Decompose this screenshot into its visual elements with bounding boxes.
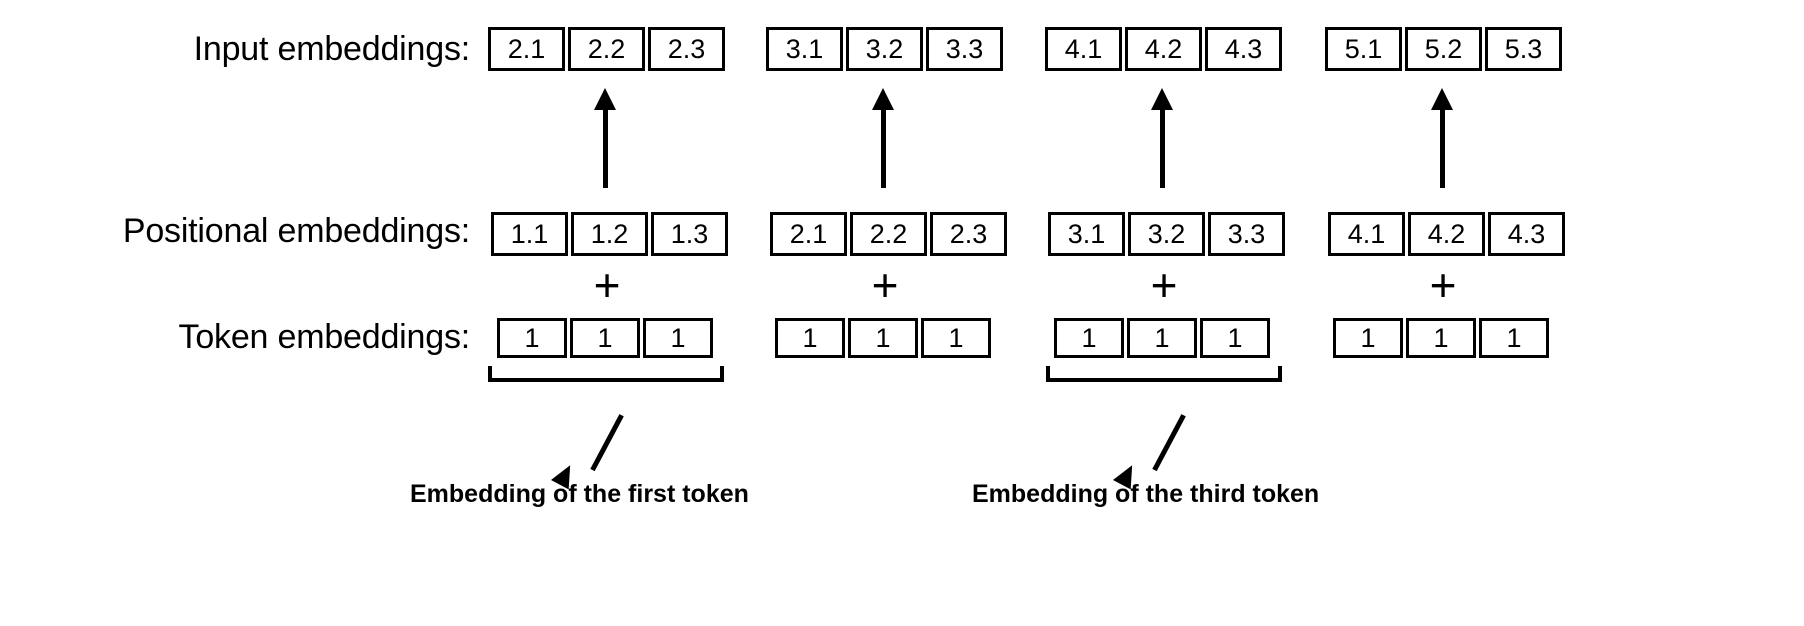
embedding-cell: 5.1: [1325, 27, 1402, 71]
caption-third-token: Embedding of the third token: [972, 480, 1320, 508]
embedding-cell: 2.3: [930, 212, 1007, 256]
embedding-cell: 3.2: [846, 27, 923, 71]
embedding-cell: 2.1: [488, 27, 565, 71]
positional-embedding-group-3: 3.1 3.2 3.3: [1048, 212, 1285, 256]
group-bracket-third-token: [1046, 366, 1282, 382]
embedding-cell: 1: [643, 318, 713, 358]
positional-embedding-group-4: 4.1 4.2 4.3: [1328, 212, 1565, 256]
embedding-cell: 1: [570, 318, 640, 358]
embedding-cell: 1: [1406, 318, 1476, 358]
token-embedding-group-2: 1 1 1: [775, 318, 991, 358]
embedding-cell: 3.3: [1208, 212, 1285, 256]
embedding-cell: 5.3: [1485, 27, 1562, 71]
embedding-cell: 4.1: [1045, 27, 1122, 71]
group-bracket-first-token: [488, 366, 724, 382]
positional-embedding-group-1: 1.1 1.2 1.3: [491, 212, 728, 256]
embedding-cell: 1: [497, 318, 567, 358]
plus-operator-1: +: [593, 259, 621, 311]
embedding-cell: 2.3: [648, 27, 725, 71]
positional-embedding-group-2: 2.1 2.2 2.3: [770, 212, 1007, 256]
input-embedding-group-1: 2.1 2.2 2.3: [488, 27, 725, 71]
plus-operator-3: +: [1150, 259, 1178, 311]
embedding-cell: 1: [1127, 318, 1197, 358]
token-embedding-group-3: 1 1 1: [1054, 318, 1270, 358]
token-embedding-group-4: 1 1 1: [1333, 318, 1549, 358]
plus-operator-4: +: [1429, 259, 1457, 311]
embedding-cell: 1: [1054, 318, 1124, 358]
embedding-cell: 2.2: [568, 27, 645, 71]
embedding-cell: 3.2: [1128, 212, 1205, 256]
input-embedding-group-3: 4.1 4.2 4.3: [1045, 27, 1282, 71]
row-label-input-embeddings: Input embeddings:: [193, 30, 471, 68]
embedding-cell: 1: [1200, 318, 1270, 358]
row-label-token-embeddings: Token embeddings:: [178, 318, 471, 356]
embedding-cell: 4.3: [1205, 27, 1282, 71]
embedding-cell: 1: [848, 318, 918, 358]
embedding-cell: 4.2: [1125, 27, 1202, 71]
embedding-cell: 3.1: [766, 27, 843, 71]
embedding-cell: 5.2: [1405, 27, 1482, 71]
embedding-cell: 4.1: [1328, 212, 1405, 256]
embedding-cell: 1.3: [651, 212, 728, 256]
embedding-cell: 1: [921, 318, 991, 358]
embedding-cell: 1: [1333, 318, 1403, 358]
embedding-cell: 2.2: [850, 212, 927, 256]
embedding-cell: 2.1: [770, 212, 847, 256]
embedding-cell: 1: [1479, 318, 1549, 358]
embedding-cell: 3.1: [1048, 212, 1125, 256]
embedding-cell: 1: [775, 318, 845, 358]
caption-first-token: Embedding of the first token: [410, 480, 749, 508]
input-embedding-group-2: 3.1 3.2 3.3: [766, 27, 1003, 71]
embedding-cell: 4.2: [1408, 212, 1485, 256]
embedding-cell: 1.1: [491, 212, 568, 256]
embedding-cell: 3.3: [926, 27, 1003, 71]
row-label-positional-embeddings: Positional embeddings:: [122, 212, 470, 250]
input-embedding-group-4: 5.1 5.2 5.3: [1325, 27, 1562, 71]
embedding-cell: 1.2: [571, 212, 648, 256]
token-embedding-group-1: 1 1 1: [497, 318, 713, 358]
plus-operator-2: +: [871, 259, 899, 311]
embedding-cell: 4.3: [1488, 212, 1565, 256]
